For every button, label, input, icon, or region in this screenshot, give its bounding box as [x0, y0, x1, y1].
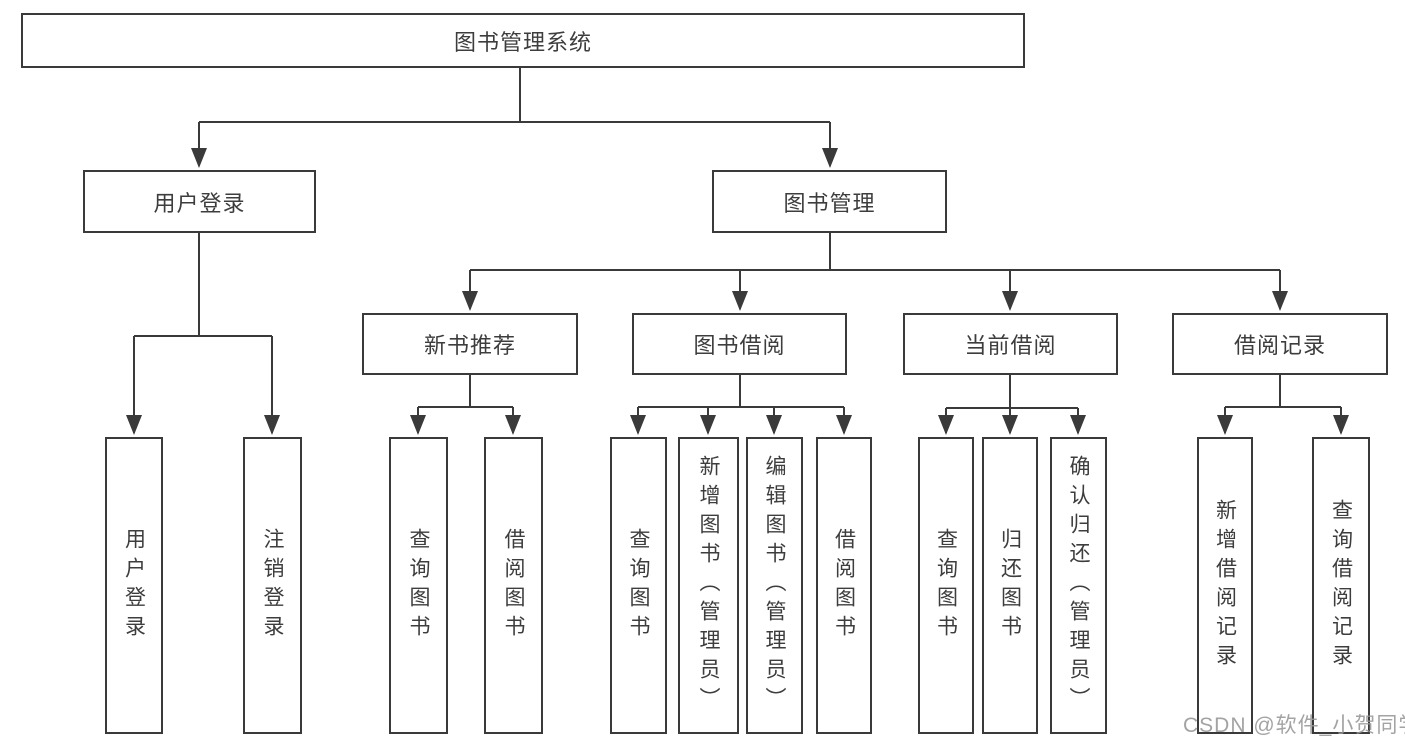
- node-book-management-label: 图书管理: [783, 190, 876, 216]
- leaf-confirm-return-admin-label: 确认归还（管理员）: [1067, 455, 1090, 716]
- leaf-return-books-label: 归还图书: [998, 527, 1022, 644]
- leaf-add-borrow-record: 新增借阅记录: [1197, 437, 1253, 734]
- leaf-user-login: 用户登录: [105, 437, 163, 734]
- leaf-recommend-query-books-label: 查询图书: [407, 527, 430, 644]
- leaf-confirm-return-admin: 确认归还（管理员）: [1050, 437, 1107, 734]
- leaf-recommend-borrow-books-label: 借阅图书: [502, 527, 525, 644]
- leaf-borrow-books: 借阅图书: [816, 437, 872, 734]
- leaf-user-login-label: 用户登录: [122, 527, 146, 644]
- leaf-edit-book-admin-label: 编辑图书（管理员）: [763, 455, 786, 716]
- watermark: CSDN @软件_小贺同学: [1183, 714, 1405, 737]
- leaf-logout-label: 注销登录: [261, 527, 284, 644]
- node-book-management: 图书管理: [712, 170, 947, 233]
- leaf-recommend-query-books: 查询图书: [389, 437, 448, 734]
- node-user-login: 用户登录: [83, 170, 316, 233]
- node-current-borrow: 当前借阅: [903, 313, 1118, 375]
- node-book-borrow-label: 图书借阅: [693, 333, 786, 358]
- leaf-current-query-books: 查询图书: [918, 437, 974, 734]
- leaf-return-books: 归还图书: [982, 437, 1038, 734]
- node-book-borrow: 图书借阅: [632, 313, 847, 375]
- node-borrow-record: 借阅记录: [1172, 313, 1388, 375]
- leaf-current-query-books-label: 查询图书: [934, 527, 958, 644]
- node-current-borrow-label: 当前借阅: [964, 333, 1057, 358]
- leaf-borrow-books-label: 借阅图书: [832, 527, 856, 644]
- leaf-borrow-query-books-label: 查询图书: [627, 527, 650, 644]
- leaf-query-borrow-record-label: 查询借阅记录: [1329, 498, 1353, 673]
- leaf-recommend-borrow-books: 借阅图书: [484, 437, 543, 734]
- node-new-book-recommend-label: 新书推荐: [423, 333, 516, 358]
- leaf-add-book-admin-label: 新增图书（管理员）: [697, 455, 720, 716]
- leaf-borrow-query-books: 查询图书: [610, 437, 667, 734]
- node-user-login-label: 用户登录: [153, 190, 246, 216]
- node-new-book-recommend: 新书推荐: [362, 313, 578, 375]
- node-library-system-label: 图书管理系统: [453, 29, 592, 55]
- node-borrow-record-label: 借阅记录: [1233, 333, 1326, 358]
- leaf-query-borrow-record: 查询借阅记录: [1312, 437, 1370, 734]
- leaf-add-book-admin: 新增图书（管理员）: [678, 437, 739, 734]
- leaf-edit-book-admin: 编辑图书（管理员）: [746, 437, 803, 734]
- leaf-logout: 注销登录: [243, 437, 302, 734]
- node-library-system: 图书管理系统: [21, 13, 1025, 68]
- leaf-add-borrow-record-label: 新增借阅记录: [1213, 498, 1237, 673]
